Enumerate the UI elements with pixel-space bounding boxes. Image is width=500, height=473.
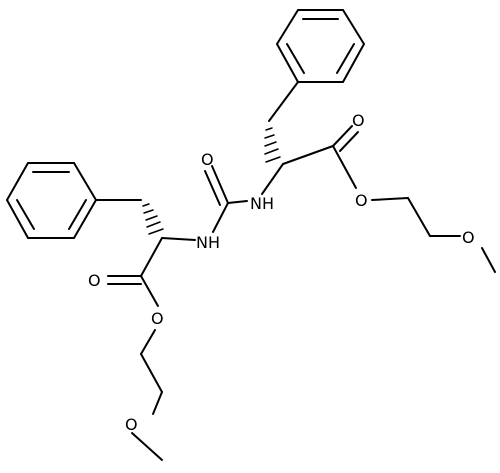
phenyl-ring-left xyxy=(5,162,98,239)
ester-oxygen-left-label: O xyxy=(151,309,164,328)
nh-left-label: NH xyxy=(196,233,220,252)
urea-oxygen-label: O xyxy=(201,150,214,169)
ester-oxygen-right-label: O xyxy=(355,191,368,210)
right-phenylalanine-backbone xyxy=(261,81,496,273)
phenyl-ring-right xyxy=(275,9,366,83)
urea-core xyxy=(204,165,248,233)
methoxy-oxygen-left-label: O xyxy=(125,415,138,434)
stereo-hash-left xyxy=(142,203,164,235)
methoxy-oxygen-right-label: O xyxy=(462,228,475,247)
ester-carbonyl-right-label: O xyxy=(352,111,365,130)
left-phenylalanine-backbone xyxy=(95,199,196,461)
stereo-hash-right xyxy=(264,127,281,163)
nh-right-label: NH xyxy=(250,194,274,213)
ester-carbonyl-left-label: O xyxy=(88,271,101,290)
